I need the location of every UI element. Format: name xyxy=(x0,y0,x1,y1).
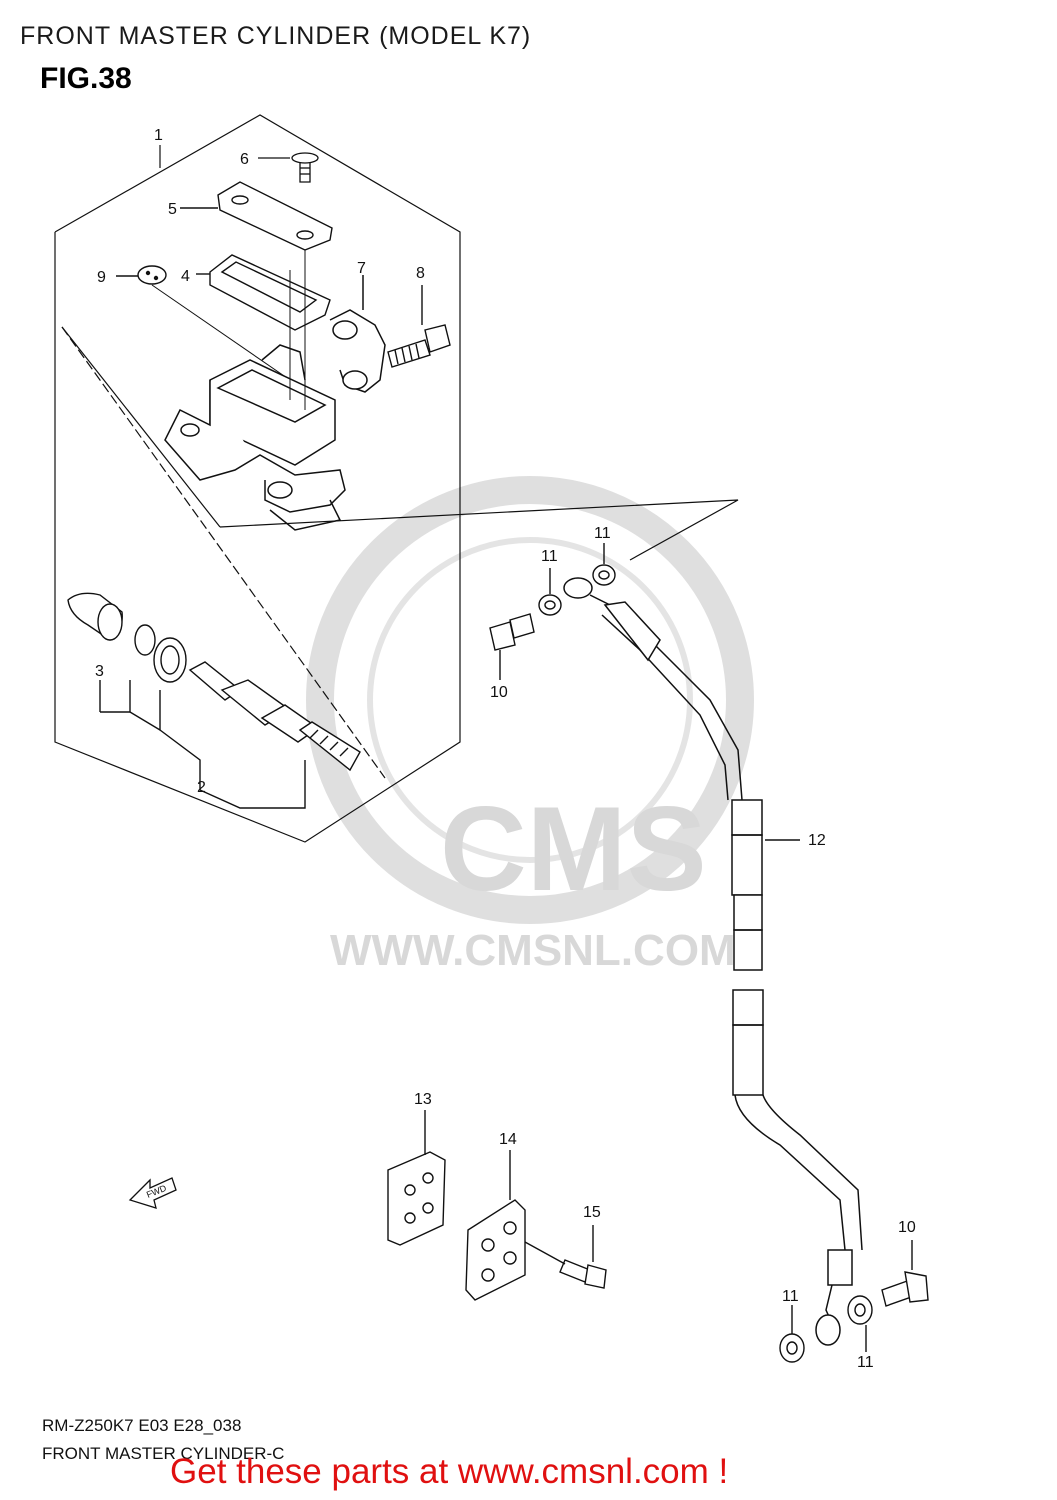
master-cylinder-body xyxy=(164,250,346,531)
callout-6: 6 xyxy=(240,151,249,168)
callout-2: 2 xyxy=(197,779,206,796)
callout-10-upper: 10 xyxy=(490,684,508,701)
callout-13: 13 xyxy=(414,1091,432,1108)
callout-9: 9 xyxy=(97,269,106,286)
callout-4: 4 xyxy=(181,268,190,285)
bracket-part-13 xyxy=(387,1110,446,1246)
screw-part-6 xyxy=(258,152,319,183)
plate-part-9 xyxy=(116,265,291,381)
callout-8: 8 xyxy=(416,265,425,282)
piston-kit-part-2 xyxy=(159,661,361,809)
callout-11-upper-left: 11 xyxy=(541,548,558,565)
callout-14: 14 xyxy=(499,1131,517,1148)
callout-12: 12 xyxy=(808,832,826,849)
callout-3: 3 xyxy=(95,663,104,680)
bolt-part-8 xyxy=(387,285,451,368)
callout-11-lower-right: 11 xyxy=(857,1354,874,1371)
diaphragm-part-4 xyxy=(196,254,331,331)
washers-part-11 xyxy=(538,543,873,1363)
callout-7: 7 xyxy=(357,260,366,277)
boot-part-3 xyxy=(67,592,187,732)
page-title: FRONT MASTER CYLINDER (MODEL K7) xyxy=(20,22,532,50)
banjo-bolts-part-10 xyxy=(489,613,929,1307)
diagram-name: FRONT MASTER CYLINDER-C xyxy=(42,1444,285,1463)
reservoir-cap-part-5 xyxy=(180,181,333,251)
callout-11-lower-left: 11 xyxy=(782,1288,799,1305)
watermark-url: WWW.CMSNL.COM xyxy=(330,926,736,975)
forward-direction-arrow: FWD xyxy=(128,1177,177,1209)
figure-number: FIG.38 xyxy=(40,62,132,95)
diagram-code: RM-Z250K7 E03 E28_038 xyxy=(42,1416,242,1435)
assembly-outline xyxy=(54,114,739,843)
callout-15: 15 xyxy=(583,1204,601,1221)
watermark: CMS WWW.CMSNL.COM xyxy=(306,476,754,975)
brake-hose-part-12 xyxy=(563,577,863,1346)
callout-5: 5 xyxy=(168,201,177,218)
bracket-part-14 xyxy=(465,1150,526,1301)
watermark-brand: CMS xyxy=(440,782,707,916)
bolt-part-15 xyxy=(524,1225,607,1289)
callout-10-lower: 10 xyxy=(898,1219,916,1236)
clamp-part-7 xyxy=(329,275,386,393)
callout-11-upper-right: 11 xyxy=(594,525,611,542)
parts-shop-link[interactable]: Get these parts at www.cmsnl.com ! xyxy=(170,1452,729,1491)
callout-1: 1 xyxy=(154,127,163,144)
